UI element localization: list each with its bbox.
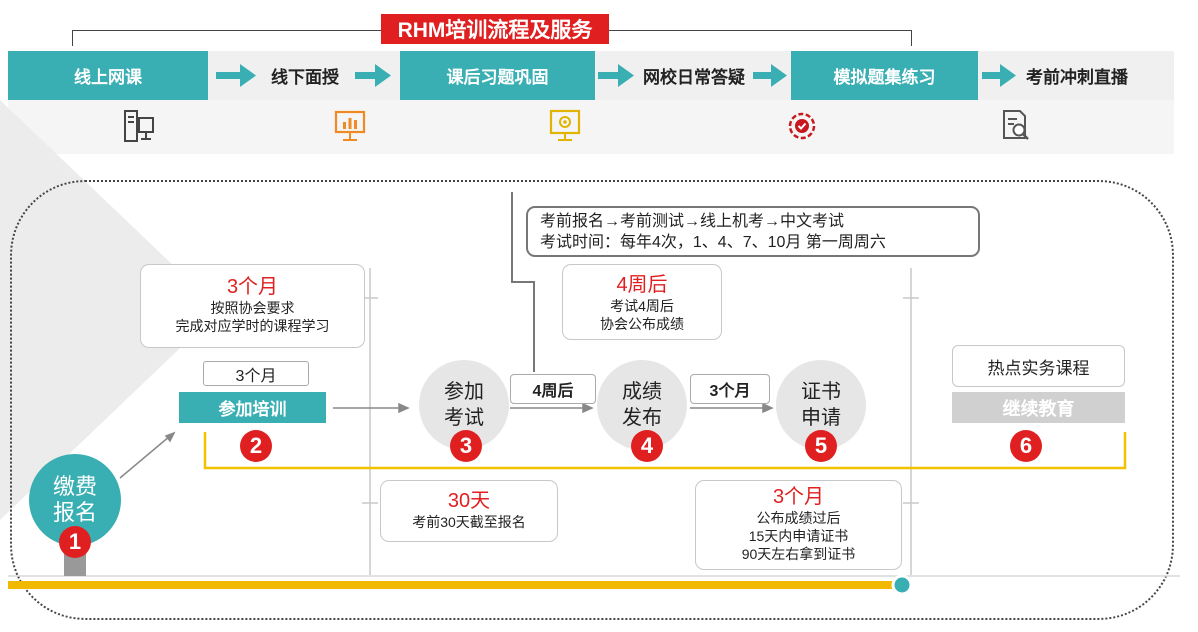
- stage-number-6: 6: [1010, 430, 1042, 462]
- stage-continuing-education: 继续教育: [952, 392, 1125, 423]
- arrow-right-icon: [598, 64, 634, 87]
- stage-pay-line1: 缴费: [52, 474, 97, 499]
- training-period-value: 3个月: [226, 276, 279, 298]
- exam-info-box: 考前报名→考前测试→线上机考→中文考试 考试时间：每年4次，1、4、7、10月 …: [526, 206, 980, 257]
- stage-number-4: 4: [631, 430, 663, 462]
- exam-info-line2: 考试时间：每年4次，1、4、7、10月 第一周周六: [540, 234, 886, 251]
- stage-exam-line2: 考试: [444, 407, 484, 429]
- stage-number-2: 2: [240, 430, 272, 462]
- process-step-exercises: 课后习题巩固: [400, 51, 595, 100]
- certificate-line2: 15天内申请证书: [748, 528, 849, 544]
- arrow-right-icon: [982, 64, 1016, 87]
- certificate-line3: 90天左右拿到证书: [741, 546, 856, 562]
- interval-results-to-cert: 3个月: [690, 374, 770, 404]
- stage-exam-line1: 参加: [444, 381, 484, 403]
- result-wait-line2: 协会公布成绩: [600, 316, 684, 332]
- arrow-right-icon: [355, 64, 391, 87]
- result-wait-note: 4周后 考试4周后 协会公布成绩: [562, 264, 722, 340]
- document-search-icon: [1003, 110, 1029, 140]
- result-wait-value: 4周后: [616, 274, 668, 296]
- stage-cert-line2: 申请: [801, 407, 841, 429]
- exam-info-line1: 考前报名→考前测试→线上机考→中文考试: [540, 213, 845, 230]
- training-period-line1: 按照协会要求: [210, 300, 295, 316]
- hot-topic-course: 热点实务课程: [952, 345, 1125, 387]
- training-duration: 3个月: [203, 361, 309, 386]
- registration-deadline-value: 30天: [447, 490, 491, 512]
- process-arrows: [216, 64, 1016, 87]
- interval-exam-to-results: 4周后: [510, 374, 596, 404]
- process-step-mock-exams: 模拟题集练习: [791, 51, 978, 100]
- icon-strip: [8, 100, 1174, 154]
- presentation-board-icon: [334, 110, 366, 141]
- process-step-offline-class: 线下面授: [271, 68, 339, 87]
- stage-training: 参加培训: [179, 392, 326, 423]
- certificate-line1: 公布成绩过后: [756, 510, 841, 526]
- certificate-value: 3个月: [772, 486, 825, 508]
- stage-results-line1: 成绩: [622, 381, 662, 403]
- stage-number-1: 1: [59, 526, 91, 558]
- stage-cert-line1: 证书: [801, 381, 841, 403]
- monitor-gear-icon: [549, 109, 581, 141]
- timeline-frame: [10, 180, 1174, 620]
- stage-results-line2: 发布: [622, 407, 662, 429]
- computer-icon: [124, 110, 154, 142]
- process-step-daily-qa: 网校日常答疑: [643, 68, 745, 87]
- process-step-sprint-live: 考前冲刺直播: [1026, 68, 1128, 87]
- training-period-line2: 完成对应学时的课程学习: [175, 318, 330, 334]
- arrow-right-icon: [753, 64, 787, 87]
- stage-number-3: 3: [450, 430, 482, 462]
- stage-pay-line2: 报名: [52, 500, 97, 525]
- registration-deadline-note: 30天 考前30天截至报名: [380, 480, 558, 542]
- training-period-note: 3个月 按照协会要求 完成对应学时的课程学习: [140, 264, 365, 348]
- registration-deadline-line1: 考前30天截至报名: [412, 514, 526, 530]
- stage-number-5: 5: [805, 430, 837, 462]
- process-step-online-course: 线上网课: [8, 51, 208, 100]
- result-wait-line1: 考试4周后: [610, 298, 674, 314]
- settings-badge-icon: [788, 112, 816, 140]
- page-title: RHM培训流程及服务: [381, 14, 609, 44]
- arrow-right-icon: [216, 64, 256, 87]
- certificate-note: 3个月 公布成绩过后 15天内申请证书 90天左右拿到证书: [695, 480, 902, 570]
